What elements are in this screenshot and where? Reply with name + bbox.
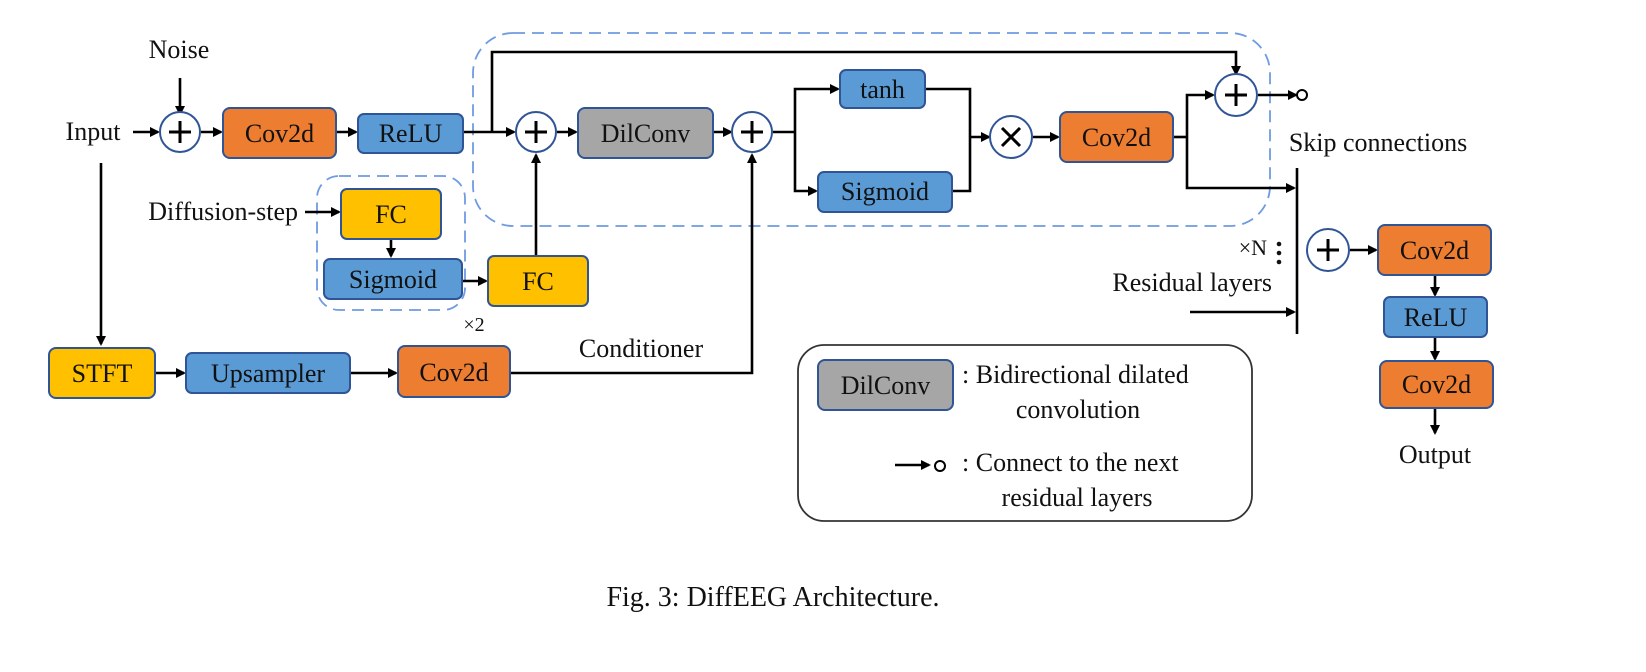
wire-to-residual-add [1185,90,1215,137]
input-label: Input [66,117,122,146]
diffusion-embedding-group [316,175,466,311]
tanh-block: tanh [839,69,926,109]
ellipsis-icon [1276,241,1282,265]
add-node-conditioner [731,111,773,153]
svg-text:ReLU: ReLU [379,119,443,148]
conditioner-label: Conditioner [579,334,704,363]
diffusion-sigmoid-block: Sigmoid [323,258,463,300]
svg-text:DilConv: DilConv [601,119,691,148]
upsampler-block: Upsampler [185,352,351,394]
diffusion-fc2-block: FC [487,255,589,307]
svg-text:FC: FC [522,267,554,296]
legend-dilconv-desc-line1: : Bidirectional dilated [962,360,1189,389]
output-conv2-block: Cov2d [1379,360,1494,409]
gate-sigmoid-block: Sigmoid [817,171,953,213]
plus-icon [169,121,191,143]
legend-box: DilConv : Bidirectional dilated convolut… [797,344,1253,522]
svg-text:Cov2d: Cov2d [245,119,314,148]
plus-icon [1225,84,1247,106]
wire-to-skip-bus [1185,137,1296,193]
output-relu-block: ReLU [1383,296,1488,338]
svg-text:Upsampler: Upsampler [211,359,325,388]
wire-conditioner-to-add [510,153,757,375]
svg-text:tanh: tanh [860,75,905,104]
diffusion-step-label: Diffusion-step [148,197,298,226]
add-node-residual [1214,73,1258,117]
residual-layers-label: Residual layers [1112,268,1272,297]
multiply-node [989,115,1033,159]
skip-connections-label: Skip connections [1289,128,1467,157]
residual-repeat-label: ×N [1239,235,1267,260]
svg-text:Cov2d: Cov2d [1402,370,1471,399]
stft-block: STFT [48,347,156,399]
svg-text:Sigmoid: Sigmoid [841,177,929,206]
diffusion-fc1-block: FC [340,188,442,240]
plus-icon [1317,239,1339,261]
multiply-icon [1000,126,1022,148]
svg-text:DilConv: DilConv [841,371,931,400]
svg-text:Cov2d: Cov2d [419,358,488,387]
svg-text:FC: FC [375,200,407,229]
plus-icon [525,121,547,143]
wire-to-tanh [793,84,840,132]
wire-to-sigmoid [793,132,818,196]
residual-layer-group [472,32,1271,227]
next-layer-connector-icon [1296,89,1308,101]
residual-conv-block: Cov2d [1059,111,1174,163]
plus-icon [741,121,763,143]
noise-label: Noise [149,35,210,64]
figure-caption: Fig. 3: DiffEEG Architecture. [606,582,939,613]
relu-in-block: ReLU [357,113,464,154]
dilconv-block: DilConv [577,107,714,159]
legend-dilconv-desc-line2: convolution [1016,395,1140,424]
svg-text:Cov2d: Cov2d [1082,123,1151,152]
conv-in-block: Cov2d [222,107,337,159]
legend-connector-circle-icon [934,460,946,472]
add-node-diffusion [515,111,557,153]
add-node-input [159,111,201,153]
connections [96,50,1440,435]
add-node-skip-sum [1306,228,1350,272]
wire-residual-bypass [490,50,1241,132]
output-conv1-block: Cov2d [1377,224,1492,276]
svg-text:ReLU: ReLU [1404,303,1468,332]
svg-text:Cov2d: Cov2d [1400,236,1469,265]
legend-connector-desc-line2: residual layers [1002,483,1153,512]
svg-text:Sigmoid: Sigmoid [349,265,437,294]
conditioner-conv-block: Cov2d [397,345,511,398]
diffusion-repeat-label: ×2 [463,314,484,336]
wire-gate-merge [925,87,972,193]
legend-connector-desc-line1: : Connect to the next [962,448,1179,477]
output-label: Output [1399,440,1472,469]
svg-text:STFT: STFT [72,359,133,388]
legend-dilconv-sample: DilConv [817,359,954,411]
